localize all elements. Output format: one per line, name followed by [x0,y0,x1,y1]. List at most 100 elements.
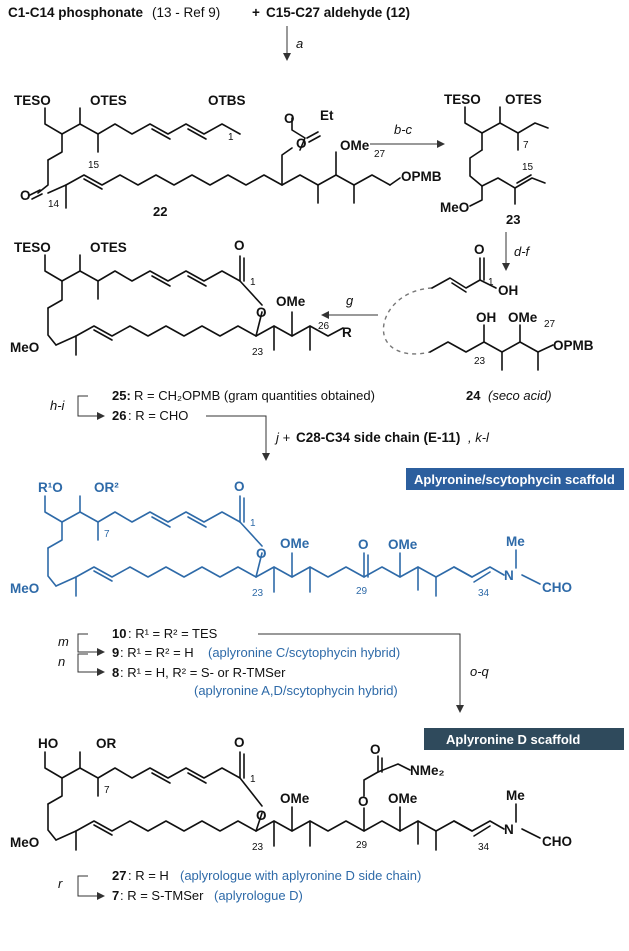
c7-n34: 34 [478,842,490,853]
c25-otes: OTES [90,240,127,255]
compound-26-text: : R = CHO [128,408,188,423]
compound-10-structure [44,495,541,597]
step-m: m [58,634,69,649]
c24-oh: OH [476,310,496,325]
step-oq: o-q [470,664,490,679]
compound-10-text: : R¹ = R² = TES [128,626,218,641]
step-j: j + [274,430,291,445]
plus-sign: + [252,5,260,20]
c22-n27: 27 [374,149,386,160]
compound-22-label: 22 [153,204,167,219]
compound-7-label: 7 [112,888,119,903]
c25-ome: OMe [276,294,306,309]
c22-teso: TESO [14,93,51,108]
c10-cho: CHO [542,580,572,595]
banner-scaffold-2-text: Aplyronine D scaffold [446,732,580,747]
step-a: a [296,36,303,51]
c7-n1: 1 [250,774,256,785]
c10-n1: 1 [250,518,256,529]
step-df: d-f [514,244,531,259]
c23-meo: MeO [440,200,469,215]
step-n: n [58,654,65,669]
c7-ester-o: O [358,794,369,809]
c7-ho: HO [38,736,58,751]
c10-ketone-o: O [358,537,369,552]
c25-n1: 1 [250,277,256,288]
step-r: r [58,876,63,891]
c24-ome: OMe [508,310,538,325]
compound-23-label: 23 [506,212,520,227]
c10-ome-1: OMe [280,536,310,551]
c7-n23: 23 [252,842,264,853]
c23-teso: TESO [444,92,481,107]
c7-ring-o: O [256,808,267,823]
compound-24-structure [382,257,554,371]
c7-n29: 29 [356,840,368,851]
compound-25-label: 25: [112,388,131,403]
compound-9-label: 9 [112,645,119,660]
fragment-right: C15-C27 aldehyde (12) [266,5,410,20]
c7-or: OR [96,736,117,751]
c10-r1o: R¹O [38,480,63,495]
arrow-m [77,633,105,656]
compound-9-text: : R¹ = R² = H [120,645,194,660]
c24-n27: 27 [544,319,556,330]
c10-n29: 29 [356,586,368,597]
c24-opmb: OPMB [553,338,594,353]
c10-me: Me [506,534,525,549]
compound-24-note: (seco acid) [488,388,552,403]
compound-7-note: (aplyrologue D) [214,888,303,903]
compound-22-structure [29,107,401,209]
compound-10-label: 10 [112,626,126,641]
step-g: g [346,293,354,308]
c23-n15: 15 [522,162,534,173]
c22-otes: OTES [90,93,127,108]
c25-meo: MeO [10,340,39,355]
arrow-jkl [206,415,270,461]
compound-7-structure [44,751,541,851]
c25-teso: TESO [14,240,51,255]
compound-8-note: (aplyronine A,D/scytophycin hybrid) [194,683,398,698]
c22-ester-o: O [296,136,307,151]
c7-nme2: NMe₂ [410,763,445,778]
compound-23-structure [464,106,549,207]
c10-n: N [504,568,514,583]
c7-me: Me [506,788,525,803]
c25-n26: 26 [318,321,330,332]
compound-27-label: 27 [112,868,126,883]
banner-scaffold-1-text: Aplyronine/scytophycin scaffold [414,472,615,487]
c10-meo: MeO [10,581,39,596]
arrow-n [77,653,105,676]
compound-26-label: 26 [112,408,126,423]
c22-n14: 14 [48,199,60,210]
c7-n7: 7 [104,785,110,796]
arrow-oq [258,633,464,713]
step-bc: b-c [394,122,413,137]
fragment-left-ref: (13 - Ref 9) [152,5,220,20]
c10-n23: 23 [252,588,264,599]
c25-r: R [342,325,352,340]
c22-n1: 1 [228,132,234,143]
c22-ketone-o: O [20,188,31,203]
c22-opmb: OPMB [401,169,442,184]
c23-otes: OTES [505,92,542,107]
c10-ring-o: O [256,546,267,561]
c23-n7: 7 [523,140,529,151]
header-line: C1-C14 phosphonate (13 - Ref 9) + C15-C2… [8,5,410,20]
compound-8-text: : R¹ = H, R² = S- or R-TMSer [120,665,286,680]
c24-n23: 23 [474,356,486,367]
compound-24-label: 24 [466,388,481,403]
compound-8-label: 8 [112,665,119,680]
banner-scaffold-1 [406,468,624,490]
c24-co: O [474,242,485,257]
c10-co: O [234,479,245,494]
c10-n7: 7 [104,529,110,540]
c7-n: N [504,822,514,837]
compound-27-note: (aplyrologue with aplyronine D side chai… [180,868,421,883]
c22-ome: OMe [340,138,370,153]
banner-scaffold-2 [424,728,624,750]
c7-meo: MeO [10,835,39,850]
c25-ring-o: O [256,305,267,320]
c10-ome-2: OMe [388,537,418,552]
